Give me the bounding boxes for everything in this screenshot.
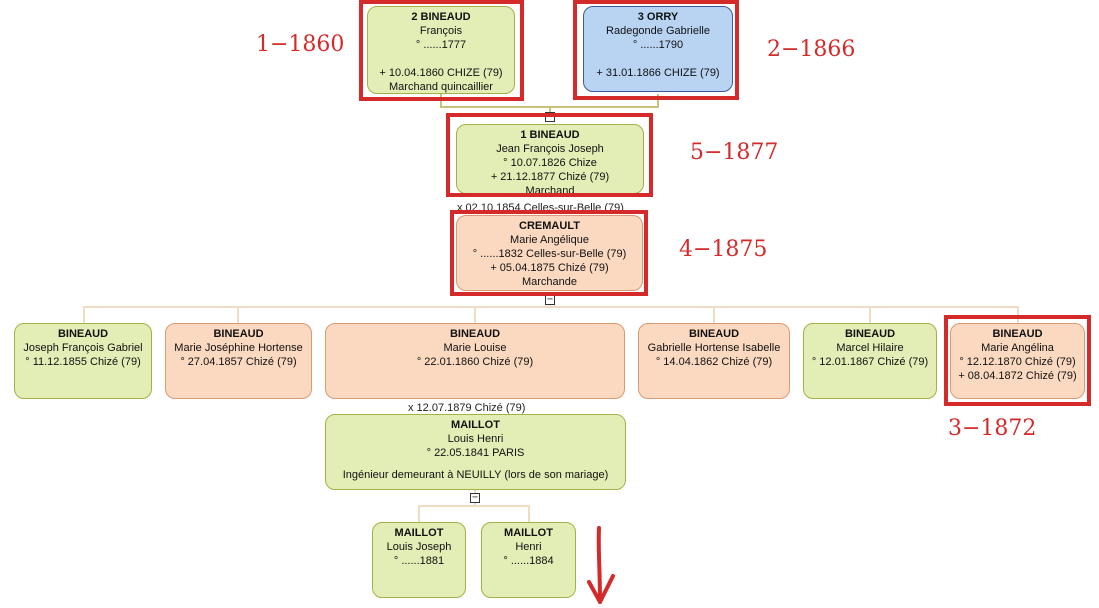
person-name: MAILLOT bbox=[394, 527, 444, 539]
marriage-info: x 12.07.1879 Chizé (79) bbox=[408, 402, 526, 414]
birth-date: ° 27.04.1857 Chizé (79) bbox=[180, 356, 297, 368]
person-card-marie-angelique[interactable]: CREMAULT Marie Angélique ° ......1832 Ce… bbox=[456, 215, 643, 291]
connector-line bbox=[418, 505, 420, 522]
given-names: Marie Joséphine Hortense bbox=[174, 342, 303, 354]
occupation: Marchande bbox=[521, 276, 578, 288]
person-card-henri-maillot[interactable]: MAILLOT Henri ° ......1884 bbox=[481, 522, 576, 598]
connector-line bbox=[83, 306, 85, 323]
given-names: Marie Angélina bbox=[981, 342, 1054, 354]
connector-line bbox=[528, 505, 530, 522]
birth-date: ° 12.12.1870 Chizé (79) bbox=[959, 356, 1076, 368]
connector-line bbox=[713, 306, 715, 323]
given-names: Gabrielle Hortense Isabelle bbox=[647, 342, 781, 354]
connector-line bbox=[1017, 306, 1019, 323]
person-name: CREMAULT bbox=[519, 220, 580, 232]
person-name: 3 ORRY bbox=[637, 11, 679, 23]
death-date: + 10.04.1860 CHIZE (79) bbox=[379, 67, 503, 79]
birth-date: ° ......1832 Celles-sur-Belle (79) bbox=[472, 248, 627, 260]
collapse-toggle[interactable]: − bbox=[545, 111, 555, 122]
birth-date: ° ......1777 bbox=[415, 39, 467, 51]
given-names: Radegonde Gabrielle bbox=[606, 25, 710, 37]
annotation-label: 5−1877 bbox=[690, 140, 779, 165]
person-card-francois[interactable]: 2 BINEAUD François ° ......1777 + 10.04.… bbox=[367, 6, 515, 94]
annotation-label: 2−1866 bbox=[767, 37, 856, 62]
person-card-marcel-hilaire[interactable]: BINEAUD Marcel Hilaire ° 12.01.1867 Chiz… bbox=[803, 323, 937, 399]
annotation-label: 1−1860 bbox=[256, 32, 345, 57]
connector-line bbox=[474, 306, 476, 323]
birth-date: ° ......1790 bbox=[632, 39, 684, 51]
connector-line bbox=[657, 94, 659, 108]
collapse-toggle[interactable]: − bbox=[470, 492, 480, 503]
person-name: BINEAUD bbox=[213, 328, 264, 340]
connector-line bbox=[418, 505, 530, 507]
person-card-marie-louise[interactable]: BINEAUD Marie Louise ° 22.01.1860 Chizé … bbox=[325, 323, 625, 399]
connector-line bbox=[869, 306, 871, 323]
person-name: BINEAUD bbox=[844, 328, 896, 340]
given-names: Marcel Hilaire bbox=[836, 342, 904, 354]
person-card-joseph-francois-gabriel[interactable]: BINEAUD Joseph François Gabriel ° 11.12.… bbox=[14, 323, 152, 399]
given-names: Louis Joseph bbox=[386, 541, 452, 553]
person-card-marie-josephine-hortense[interactable]: BINEAUD Marie Joséphine Hortense ° 27.04… bbox=[165, 323, 312, 399]
birth-date: ° 22.05.1841 PARIS bbox=[426, 447, 525, 459]
marriage-info: x 02.10.1854 Celles-sur-Belle (79) bbox=[457, 202, 624, 214]
person-card-gabrielle-hortense-isabelle[interactable]: BINEAUD Gabrielle Hortense Isabelle ° 14… bbox=[638, 323, 790, 399]
given-names: Joseph François Gabriel bbox=[23, 342, 143, 354]
death-date: + 21.12.1877 Chizé (79) bbox=[490, 171, 610, 183]
blank-line bbox=[368, 52, 514, 66]
birth-date: ° 22.01.1860 Chizé (79) bbox=[416, 356, 534, 368]
birth-date: ° 12.01.1867 Chizé (79) bbox=[811, 356, 929, 368]
occupation: Marchand bbox=[525, 185, 575, 194]
given-names: Jean François Joseph bbox=[496, 143, 604, 155]
connector-line bbox=[237, 306, 239, 323]
person-card-jean-francois-joseph[interactable]: 1 BINEAUD Jean François Joseph ° 10.07.1… bbox=[456, 124, 644, 194]
birth-date: ° 11.12.1855 Chizé (79) bbox=[25, 356, 141, 368]
person-card-marie-angelina[interactable]: BINEAUD Marie Angélina ° 12.12.1870 Chiz… bbox=[950, 323, 1085, 399]
annotation-label: 3−1872 bbox=[948, 416, 1037, 441]
given-names: Louis Henri bbox=[447, 433, 504, 445]
person-name: MAILLOT bbox=[504, 527, 553, 539]
given-names: François bbox=[419, 25, 463, 37]
person-name: 2 BINEAUD bbox=[411, 11, 471, 23]
blank-line bbox=[584, 52, 732, 66]
connector-line bbox=[440, 94, 442, 108]
down-arrow-icon bbox=[587, 526, 615, 604]
person-name: MAILLOT bbox=[451, 419, 500, 431]
connector-line bbox=[440, 106, 659, 108]
given-names: Marie Angélique bbox=[510, 234, 589, 246]
person-name: BINEAUD bbox=[992, 328, 1043, 340]
birth-date: ° ......1881 bbox=[393, 555, 445, 567]
collapse-toggle[interactable]: − bbox=[545, 294, 555, 305]
birth-date: ° 10.07.1826 Chize bbox=[503, 157, 597, 169]
person-name: BINEAUD bbox=[57, 328, 109, 340]
person-card-louis-joseph-maillot[interactable]: MAILLOT Louis Joseph ° ......1881 bbox=[372, 522, 466, 598]
death-date: + 31.01.1866 CHIZE (79) bbox=[596, 67, 720, 79]
person-name: BINEAUD bbox=[688, 328, 740, 340]
blank-line bbox=[326, 460, 625, 468]
occupation: Marchand quincaillier bbox=[389, 81, 493, 93]
death-date: + 08.04.1872 Chizé (79) bbox=[958, 370, 1077, 382]
death-date: + 05.04.1875 Chizé (79) bbox=[490, 262, 609, 274]
person-card-louis-henri-maillot[interactable]: MAILLOT Louis Henri ° 22.05.1841 PARIS I… bbox=[325, 414, 626, 490]
occupation: Ingénieur demeurant à NEUILLY (lors de s… bbox=[342, 469, 609, 481]
birth-date: ° ......1884 bbox=[503, 555, 554, 567]
connector-line bbox=[83, 306, 1019, 308]
person-name: 1 BINEAUD bbox=[520, 129, 580, 141]
annotation-label: 4−1875 bbox=[679, 237, 768, 262]
person-card-radegonde[interactable]: 3 ORRY Radegonde Gabrielle ° ......1790 … bbox=[583, 6, 733, 92]
given-names: Marie Louise bbox=[443, 342, 507, 354]
person-name: BINEAUD bbox=[449, 328, 501, 340]
given-names: Henri bbox=[515, 541, 542, 553]
birth-date: ° 14.04.1862 Chizé (79) bbox=[655, 356, 773, 368]
